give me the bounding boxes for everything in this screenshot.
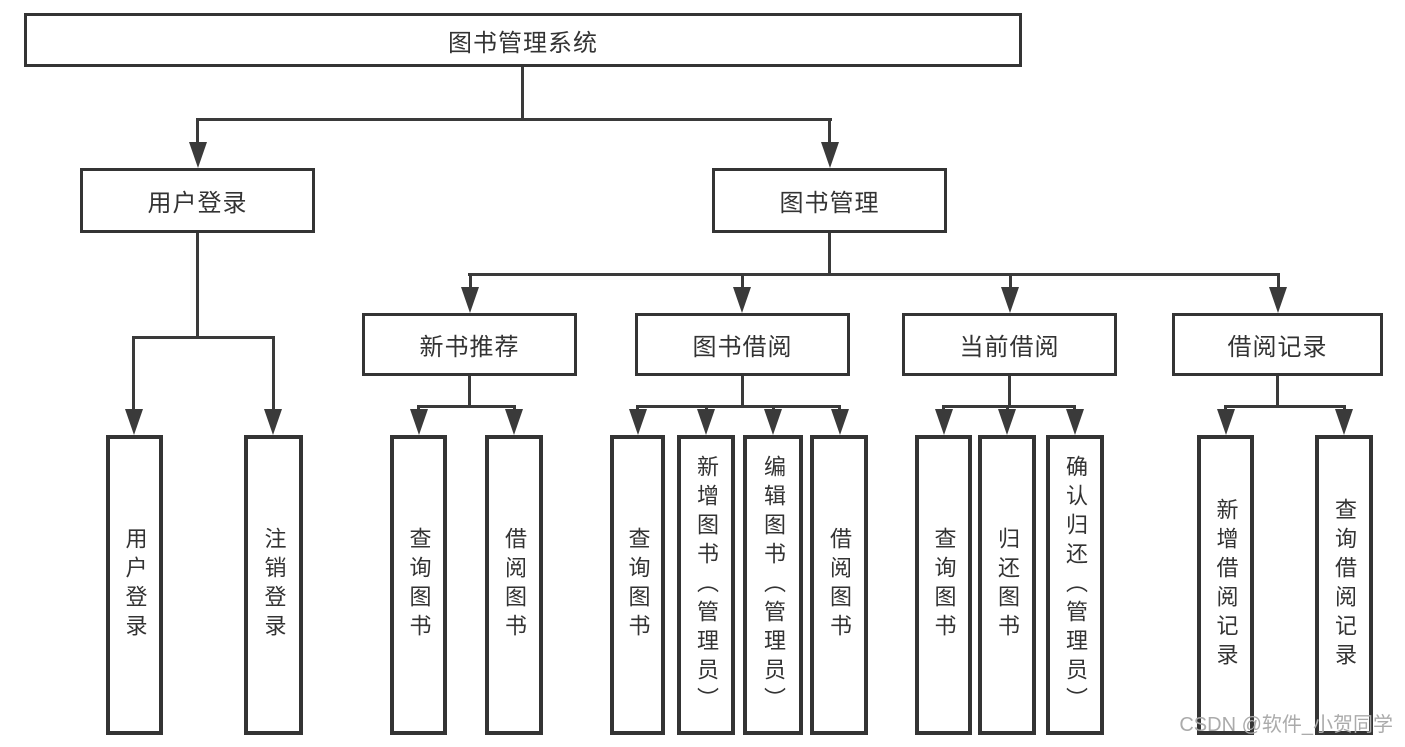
arrow-down-icon bbox=[1217, 409, 1235, 435]
leaf-label: 查询借阅记录 bbox=[1332, 498, 1357, 672]
node-label: 用户登录 bbox=[147, 190, 248, 217]
connector-current-rail bbox=[942, 405, 1076, 408]
leaf-label: 用户登录 bbox=[122, 527, 148, 643]
arrow-down-icon bbox=[733, 287, 751, 313]
arrow-down-icon bbox=[831, 409, 849, 435]
arrow-down-icon bbox=[1001, 287, 1019, 313]
node-current-borrowing: 当前借阅 bbox=[902, 313, 1117, 376]
node-book-borrowing: 图书借阅 bbox=[635, 313, 850, 376]
connector-book-mgmt-drop bbox=[469, 273, 472, 289]
leaf-label: 归还图书 bbox=[995, 527, 1020, 643]
node-label: 借阅记录 bbox=[1227, 334, 1328, 361]
arrow-down-icon bbox=[264, 409, 282, 435]
connector-book-mgmt-drop bbox=[741, 273, 744, 289]
connector-user-login-drop bbox=[272, 336, 275, 410]
connector-user-login-rail bbox=[132, 336, 275, 339]
node-new-book-recommendation: 新书推荐 bbox=[362, 313, 577, 376]
leaf-label: 查询图书 bbox=[406, 527, 432, 643]
leaf-label: 借阅图书 bbox=[502, 527, 527, 643]
leaf-label: 查询图书 bbox=[931, 527, 957, 643]
connector-records-rail bbox=[1224, 405, 1345, 408]
node-label: 图书管理 bbox=[779, 190, 880, 217]
connector-root-drop-right bbox=[828, 118, 831, 146]
leaf-add-borrow-record: 新增借阅记录 bbox=[1197, 435, 1254, 735]
connector-book-mgmt-drop bbox=[1009, 273, 1012, 289]
arrow-down-icon bbox=[1066, 409, 1084, 435]
leaf-label: 借阅图书 bbox=[827, 527, 852, 643]
arrow-down-icon bbox=[505, 409, 523, 435]
connector-borrowing-stem bbox=[741, 376, 744, 408]
connector-user-login-stem bbox=[196, 233, 199, 339]
arrow-down-icon bbox=[998, 409, 1016, 435]
connector-book-mgmt-stem bbox=[828, 233, 831, 276]
connector-new-book-rail bbox=[417, 405, 516, 408]
leaf-label: 查询图书 bbox=[625, 527, 651, 643]
arrow-down-icon bbox=[461, 287, 479, 313]
node-book-management: 图书管理 bbox=[712, 168, 947, 233]
arrow-down-icon bbox=[764, 409, 782, 435]
connector-book-mgmt-rail bbox=[468, 273, 1280, 276]
arrow-down-icon bbox=[1335, 409, 1353, 435]
arrow-down-icon bbox=[1269, 287, 1287, 313]
leaf-return-books: 归还图书 bbox=[978, 435, 1036, 735]
leaf-query-books-borrowing: 查询图书 bbox=[610, 435, 665, 735]
node-library-management-system: 图书管理系统 bbox=[24, 13, 1022, 67]
node-label: 新书推荐 bbox=[419, 334, 520, 361]
connector-records-stem bbox=[1276, 376, 1279, 408]
arrow-down-icon bbox=[821, 142, 839, 168]
connector-borrowing-rail bbox=[636, 405, 841, 408]
watermark-text: CSDN @软件_小贺同学 bbox=[1179, 714, 1393, 736]
leaf-query-books-recommend: 查询图书 bbox=[390, 435, 447, 735]
leaf-label: 新增图书（管理员） bbox=[694, 454, 719, 716]
leaf-confirm-return-admin: 确认归还（管理员） bbox=[1046, 435, 1104, 735]
node-label: 图书管理系统 bbox=[448, 29, 598, 57]
node-user-login: 用户登录 bbox=[80, 168, 315, 233]
connector-book-mgmt-drop bbox=[1277, 273, 1280, 289]
connector-root-stem bbox=[521, 67, 524, 121]
arrow-down-icon bbox=[125, 409, 143, 435]
connector-root-drop-left bbox=[196, 118, 199, 146]
arrow-down-icon bbox=[410, 409, 428, 435]
leaf-label: 确认归还（管理员） bbox=[1063, 454, 1088, 716]
leaf-borrow-books-recommend: 借阅图书 bbox=[485, 435, 543, 735]
connector-current-stem bbox=[1008, 376, 1011, 408]
node-label: 当前借阅 bbox=[959, 334, 1060, 361]
node-borrowing-records: 借阅记录 bbox=[1172, 313, 1383, 376]
connector-new-book-stem bbox=[468, 376, 471, 408]
connector-root-rail bbox=[196, 118, 832, 121]
leaf-label: 编辑图书（管理员） bbox=[761, 454, 786, 716]
leaf-label: 注销登录 bbox=[261, 527, 287, 643]
arrow-down-icon bbox=[935, 409, 953, 435]
arrow-down-icon bbox=[697, 409, 715, 435]
leaf-add-books-admin: 新增图书（管理员） bbox=[677, 435, 735, 735]
node-label: 图书借阅 bbox=[692, 334, 793, 361]
leaf-user-login: 用户登录 bbox=[106, 435, 163, 735]
leaf-logout: 注销登录 bbox=[244, 435, 303, 735]
leaf-query-books-current: 查询图书 bbox=[915, 435, 972, 735]
connector-user-login-drop bbox=[132, 336, 135, 410]
leaf-label: 新增借阅记录 bbox=[1213, 498, 1239, 672]
leaf-borrow-books-borrowing: 借阅图书 bbox=[810, 435, 868, 735]
arrow-down-icon bbox=[629, 409, 647, 435]
leaf-query-borrow-record: 查询借阅记录 bbox=[1315, 435, 1373, 735]
leaf-edit-books-admin: 编辑图书（管理员） bbox=[743, 435, 803, 735]
arrow-down-icon bbox=[189, 142, 207, 168]
